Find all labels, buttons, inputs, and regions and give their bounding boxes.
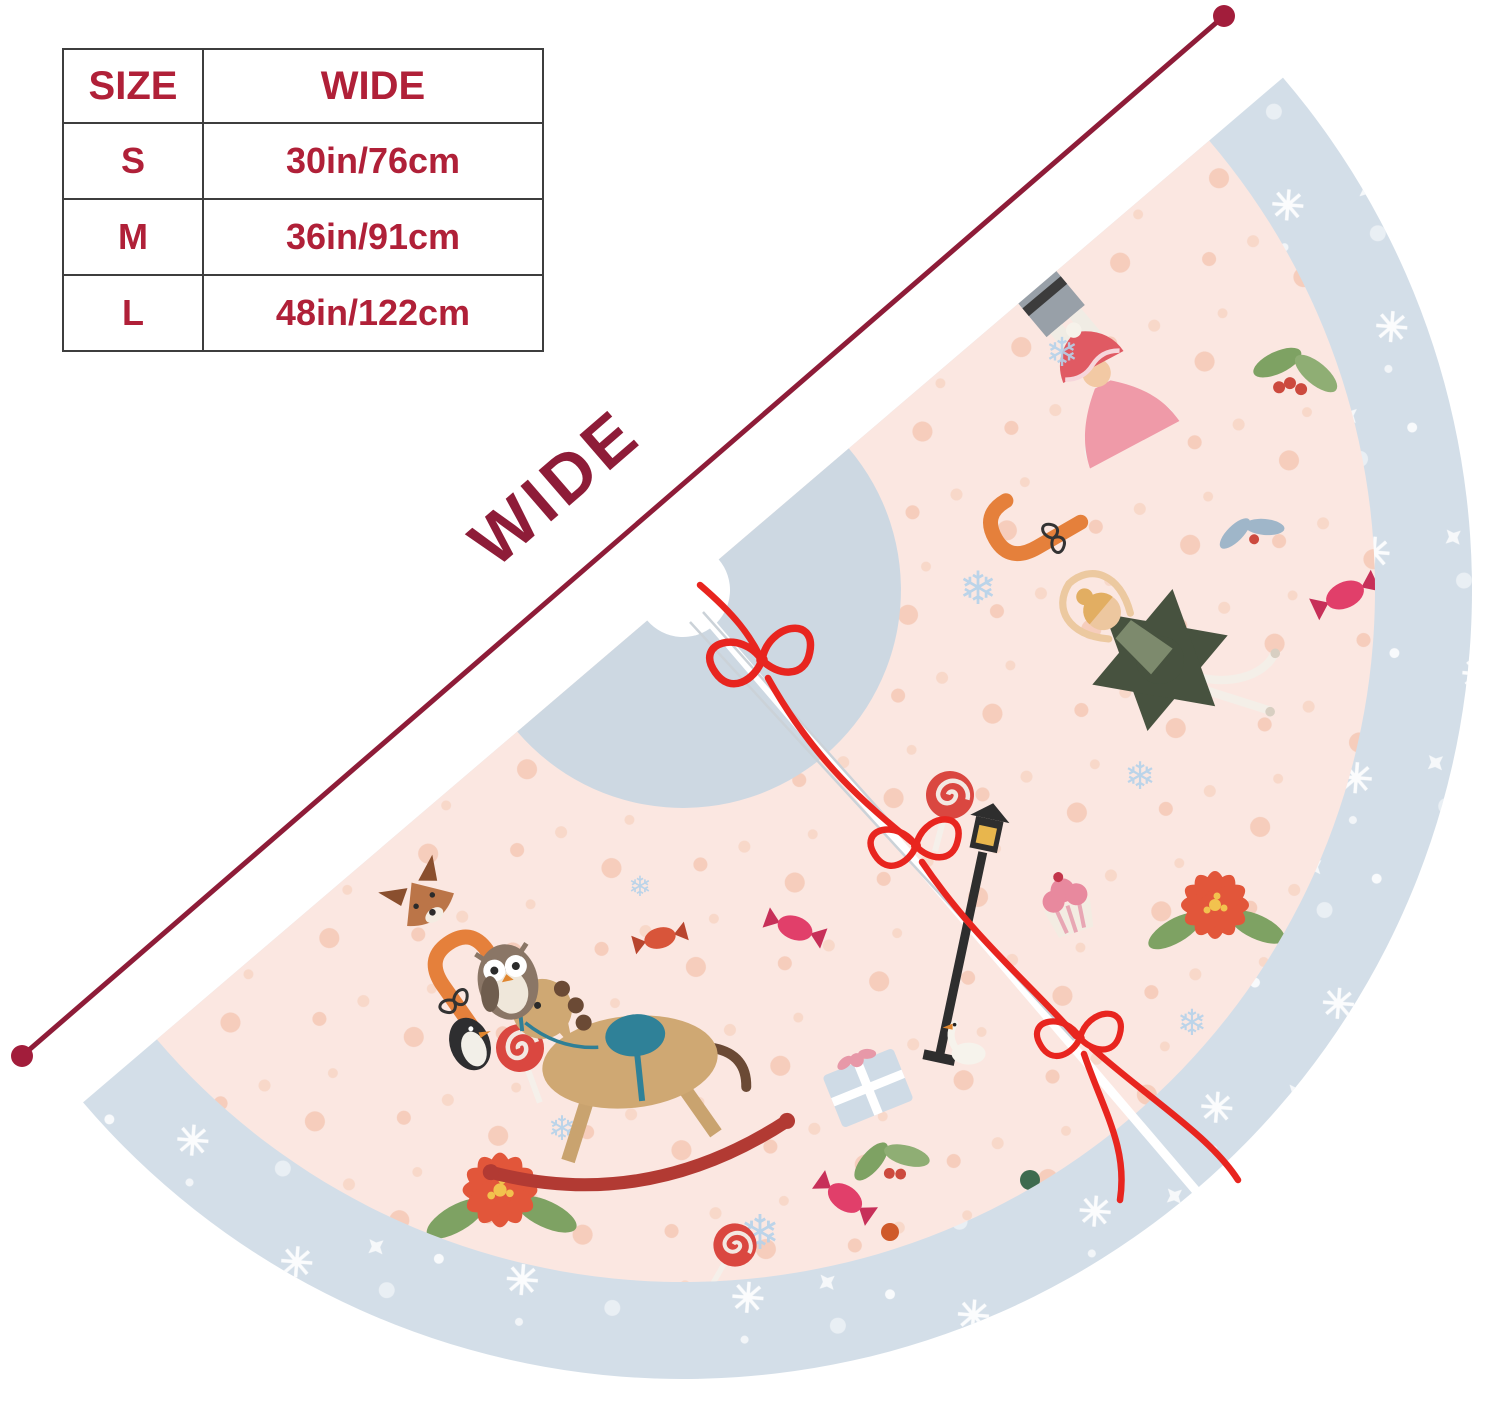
snowflake-icon: ❄: [959, 562, 998, 614]
ballerina-icon: [1059, 570, 1281, 731]
penguin-icon: [449, 1017, 491, 1071]
size-chart-row-l: L 48in/122cm: [62, 274, 544, 352]
size-chart-header-row: SIZE WIDE: [62, 48, 544, 124]
poinsettia-icon: [1148, 871, 1285, 950]
size-chart-header-size: SIZE: [62, 48, 204, 124]
rocking-horse-icon: [482, 978, 796, 1192]
holly-icon: [1253, 347, 1338, 396]
size-s-value: 30in/76cm: [202, 122, 544, 200]
size-s-label: S: [62, 122, 204, 200]
dimension-label: WIDE: [455, 394, 654, 581]
angel-icon: [1059, 322, 1180, 469]
size-chart-row-m: M 36in/91cm: [62, 198, 544, 276]
diagonal-dimension-line: [11, 5, 1235, 1067]
cupcake-icon: [1042, 872, 1094, 938]
snowflake-icon: ❄: [1177, 1002, 1207, 1043]
ribbon-ties: [689, 581, 1242, 1204]
holly-icon: [854, 1142, 930, 1181]
snowflake-icon: ❄: [628, 871, 651, 902]
lollipop-icon: [926, 771, 974, 852]
trunk-hole: [636, 543, 730, 637]
size-l-label: L: [62, 274, 204, 352]
size-chart-header-wide: WIDE: [202, 48, 544, 124]
gift-icon: [823, 1048, 913, 1127]
candy-icon: [812, 1170, 878, 1226]
candy-icon: [631, 921, 689, 955]
owl-icon: [474, 941, 539, 1020]
size-m-label: M: [62, 198, 204, 276]
size-l-value: 48in/122cm: [202, 274, 544, 352]
ornament-dot: [881, 1223, 899, 1241]
dimension-endpoint-dot-start: [11, 1045, 33, 1067]
ornament-dot: [1020, 1170, 1040, 1190]
size-m-value: 36in/91cm: [202, 198, 544, 276]
candy-cane-icon: [983, 493, 1089, 562]
lamppost-icon: [922, 803, 1010, 1066]
candy-icon: [762, 907, 828, 949]
blue-leaves-icon: [1219, 518, 1285, 549]
size-chart-table: SIZE WIDE S 30in/76cm M 36in/91cm L 48in…: [62, 48, 544, 352]
dimension-endpoint-dot-end: [1213, 5, 1235, 27]
snowflake-icon: ❄: [1124, 756, 1156, 798]
tree-skirt: [83, 77, 1472, 1379]
candy-cane-icon: [427, 929, 495, 1035]
snowflake-icon: ❄: [1045, 331, 1079, 375]
size-chart-row-s: S 30in/76cm: [62, 122, 544, 200]
fox-icon: [378, 854, 454, 927]
goose-icon: [942, 1020, 986, 1065]
